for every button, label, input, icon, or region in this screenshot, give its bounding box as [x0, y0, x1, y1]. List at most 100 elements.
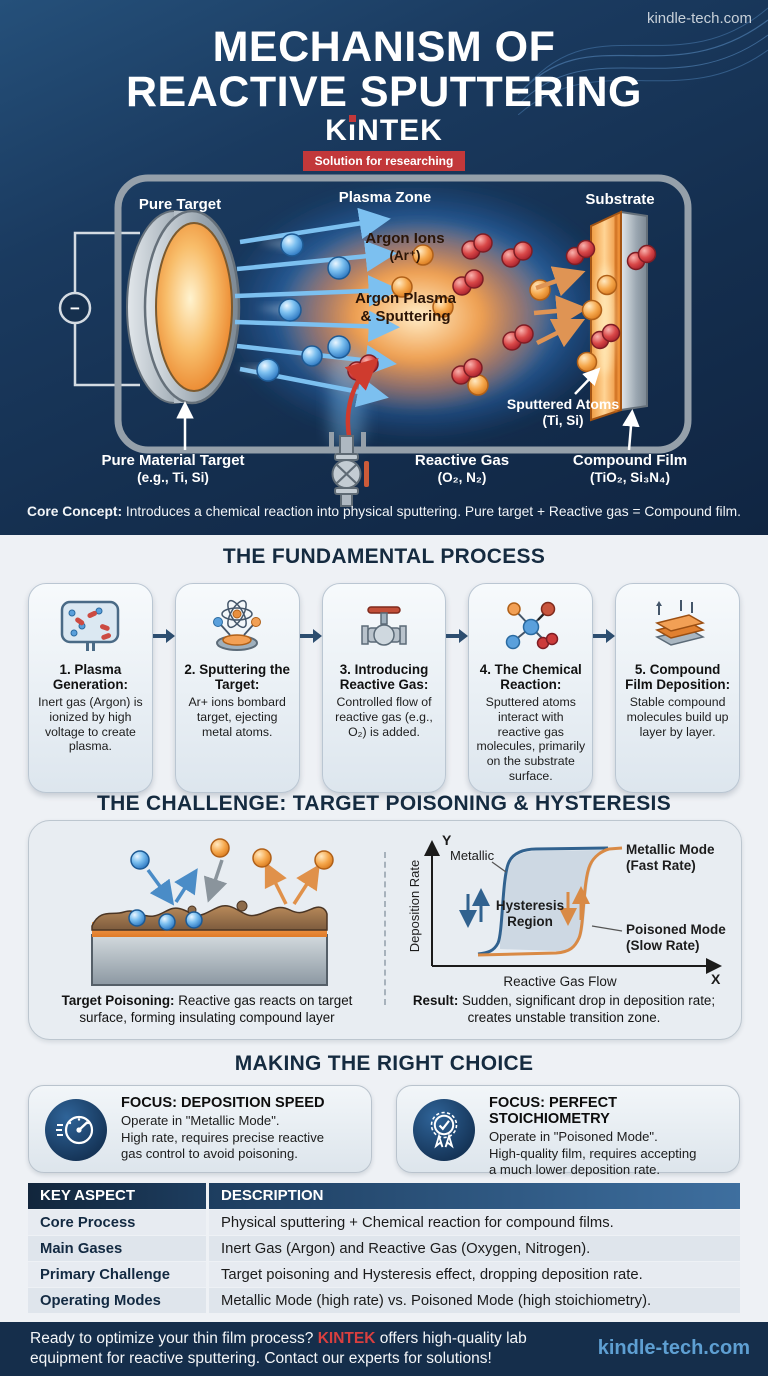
- x-axis-label: Reactive Gas Flow: [503, 974, 617, 989]
- inlet-port-tick: [329, 432, 334, 449]
- website-link-footer[interactable]: kindle-tech.com: [597, 1337, 750, 1359]
- film-layers-icon: [622, 594, 733, 658]
- process-step-3: 3. Introducing Reactive Gas: Controlled …: [321, 583, 447, 793]
- decorative-waves: [518, 7, 768, 115]
- poisoned-mode-label: Poisoned Mode: [626, 922, 726, 937]
- footer-text: Ready to optimize your thin film process…: [30, 1330, 318, 1347]
- gas-inlet-valve: [331, 357, 379, 507]
- y-axis-label: Deposition Rate: [408, 860, 422, 953]
- molecule-icon: [475, 594, 586, 658]
- target-poisoning-illustration: [91, 838, 334, 986]
- logo-letter-i-red-dot: i: [347, 114, 358, 147]
- logo-letters: NTEK: [357, 114, 443, 147]
- step-arrow-icon: [446, 583, 469, 793]
- table-cell-aspect: Core Process: [28, 1210, 206, 1235]
- argon-ion-particles: [236, 233, 351, 382]
- label-pure-target: Pure Target: [138, 196, 222, 213]
- hysteresis-chart: Y X Deposition Rate Reactive Gas Flow Me…: [408, 832, 726, 989]
- choice-desc: Operate in "Metallic Mode". High rate, r…: [121, 1113, 325, 1162]
- poisoning-caption-text: Reactive gas reacts on target surface, f…: [79, 993, 353, 1026]
- poisoned-compound-layer: [91, 904, 328, 931]
- label-plasma-zone: Plasma Zone: [338, 189, 432, 206]
- reactive-gas-text: Reactive Gas: [414, 452, 510, 469]
- process-step-4: 4. The Chemical Reaction: Sputtered atom…: [468, 583, 594, 793]
- target-metal-block: [91, 934, 328, 986]
- step-desc: Sputtered atoms interact with reactive g…: [476, 695, 586, 783]
- speedometer-icon: [45, 1099, 107, 1161]
- footer: Ready to optimize your thin film process…: [0, 1322, 768, 1376]
- hysteresis-label: Hysteresis: [496, 898, 564, 913]
- substrate-panel: [565, 210, 657, 422]
- heading-fundamental-process: THE FUNDAMENTAL PROCESS: [222, 545, 546, 568]
- core-concept: Core Concept: Introduces a chemical reac…: [0, 504, 768, 519]
- step-desc: Controlled flow of reactive gas (e.g., O…: [335, 695, 433, 739]
- page-title: MECHANISM OF REACTIVE SPUTTERING: [0, 24, 768, 117]
- poisoning-caption: Target Poisoning: Reactive gas reacts on…: [52, 992, 362, 1027]
- plasma-chamber-icon: [35, 594, 146, 658]
- choice-deposition-speed: FOCUS: DEPOSITION SPEED Operate in "Meta…: [28, 1085, 372, 1173]
- step-arrow-icon: [152, 583, 175, 793]
- label-reactive-gas: Reactive Gas (O₂, N₂): [388, 452, 536, 486]
- website-link-top[interactable]: kindle-tech.com: [646, 10, 752, 27]
- logo-letter: K: [325, 114, 348, 147]
- core-concept-label: Core Concept:: [27, 504, 123, 519]
- footer-cta-line2: equipment for reactive sputtering. Conta…: [30, 1350, 492, 1368]
- poisoning-caption-label: Target Poisoning:: [61, 993, 175, 1008]
- award-badge-icon: [413, 1099, 475, 1161]
- argon-plasma-text: Argon Plasma: [355, 290, 456, 307]
- footer-text: offers high-quality lab: [375, 1330, 527, 1347]
- step-title: 4. The Chemical Reaction:: [479, 662, 582, 692]
- panel-divider: [384, 852, 386, 1005]
- x-symbol: X: [711, 971, 721, 987]
- process-step-1: 1. Plasma Generation: Inert gas (Argon) …: [28, 583, 153, 793]
- choice-desc: Operate in "Poisoned Mode". High-quality…: [489, 1129, 697, 1178]
- table-header-description: DESCRIPTION: [209, 1183, 740, 1209]
- y-symbol: Y: [442, 832, 452, 848]
- table-header-row: KEY ASPECT DESCRIPTION: [28, 1183, 740, 1209]
- footer-cta-line1: Ready to optimize your thin film process…: [30, 1329, 527, 1349]
- result-caption-text: Sudden, significant drop in deposition r…: [458, 993, 716, 1026]
- reactive-gas-molecules: [347, 233, 534, 385]
- table-cell-description: Inert Gas (Argon) and Reactive Gas (Oxyg…: [209, 1236, 740, 1261]
- hysteresis-label2: Region: [507, 914, 553, 929]
- annotation-arrows: [176, 367, 640, 451]
- kintek-logo: KiNTEK: [0, 114, 768, 148]
- core-concept-text: Introduces a chemical reaction into phys…: [122, 504, 741, 519]
- choice-perfect-stoichiometry: FOCUS: PERFECT STOICHIOMETRY Operate in …: [396, 1085, 740, 1177]
- compound-film-formula: (TiO₂, Si₃N₄): [590, 469, 670, 485]
- process-step-5: 5. Compound Film Deposition: Stable comp…: [615, 583, 740, 793]
- poisoned-mode-sub: (Slow Rate): [626, 938, 700, 953]
- table-row: Core Process Physical sputtering + Chemi…: [28, 1210, 740, 1235]
- metallic-label: Metallic: [450, 848, 495, 863]
- step-arrow-icon: [299, 583, 322, 793]
- minus-symbol: −: [70, 299, 80, 318]
- sputtered-atoms-text: Sputtered Atoms: [506, 396, 620, 412]
- process-steps: 1. Plasma Generation: Inert gas (Argon) …: [28, 583, 740, 793]
- summary-table: KEY ASPECT DESCRIPTION Core Process Phys…: [28, 1183, 740, 1314]
- label-sputtered-atoms: Sputtered Atoms (Ti, Si): [488, 396, 638, 428]
- valve-handle: [364, 461, 369, 487]
- step-title: 2. Sputtering the Target:: [184, 662, 291, 692]
- footer-cta: Ready to optimize your thin film process…: [30, 1329, 527, 1370]
- table-cell-aspect: Primary Challenge: [28, 1262, 206, 1287]
- argon-ions-text: Argon Ions: [365, 230, 445, 247]
- choice-title: FOCUS: PERFECT STOICHIOMETRY: [489, 1095, 618, 1127]
- table-row: Primary Challenge Target poisoning and H…: [28, 1262, 740, 1287]
- footer-brand: KINTEK: [317, 1330, 376, 1347]
- pure-material-formula: (e.g., Ti, Si): [137, 469, 209, 485]
- table-cell-aspect: Main Gases: [28, 1236, 206, 1261]
- label-substrate: Substrate: [585, 191, 655, 208]
- result-caption: Result: Sudden, significant drop in depo…: [405, 992, 723, 1027]
- chamber-wall: [114, 174, 692, 454]
- heading-right-choice: MAKING THE RIGHT CHOICE: [234, 1052, 534, 1075]
- heading-challenge: THE CHALLENGE: TARGET POISONING & HYSTER…: [96, 792, 672, 815]
- inlet-port-tick: [361, 432, 366, 449]
- hero-section: kindle-tech.com MECHANISM OF REACTIVE SP…: [0, 0, 768, 535]
- page-title-line2: REACTIVE SPUTTERING: [126, 68, 642, 117]
- table-header-key-aspect: KEY ASPECT: [28, 1183, 206, 1209]
- label-compound-film: Compound Film (TiO₂, Si₃N₄): [552, 452, 708, 486]
- gas-valve-icon: [329, 594, 440, 658]
- table-cell-description: Physical sputtering + Chemical reaction …: [209, 1210, 740, 1235]
- choice-title: FOCUS: DEPOSITION SPEED: [121, 1095, 325, 1111]
